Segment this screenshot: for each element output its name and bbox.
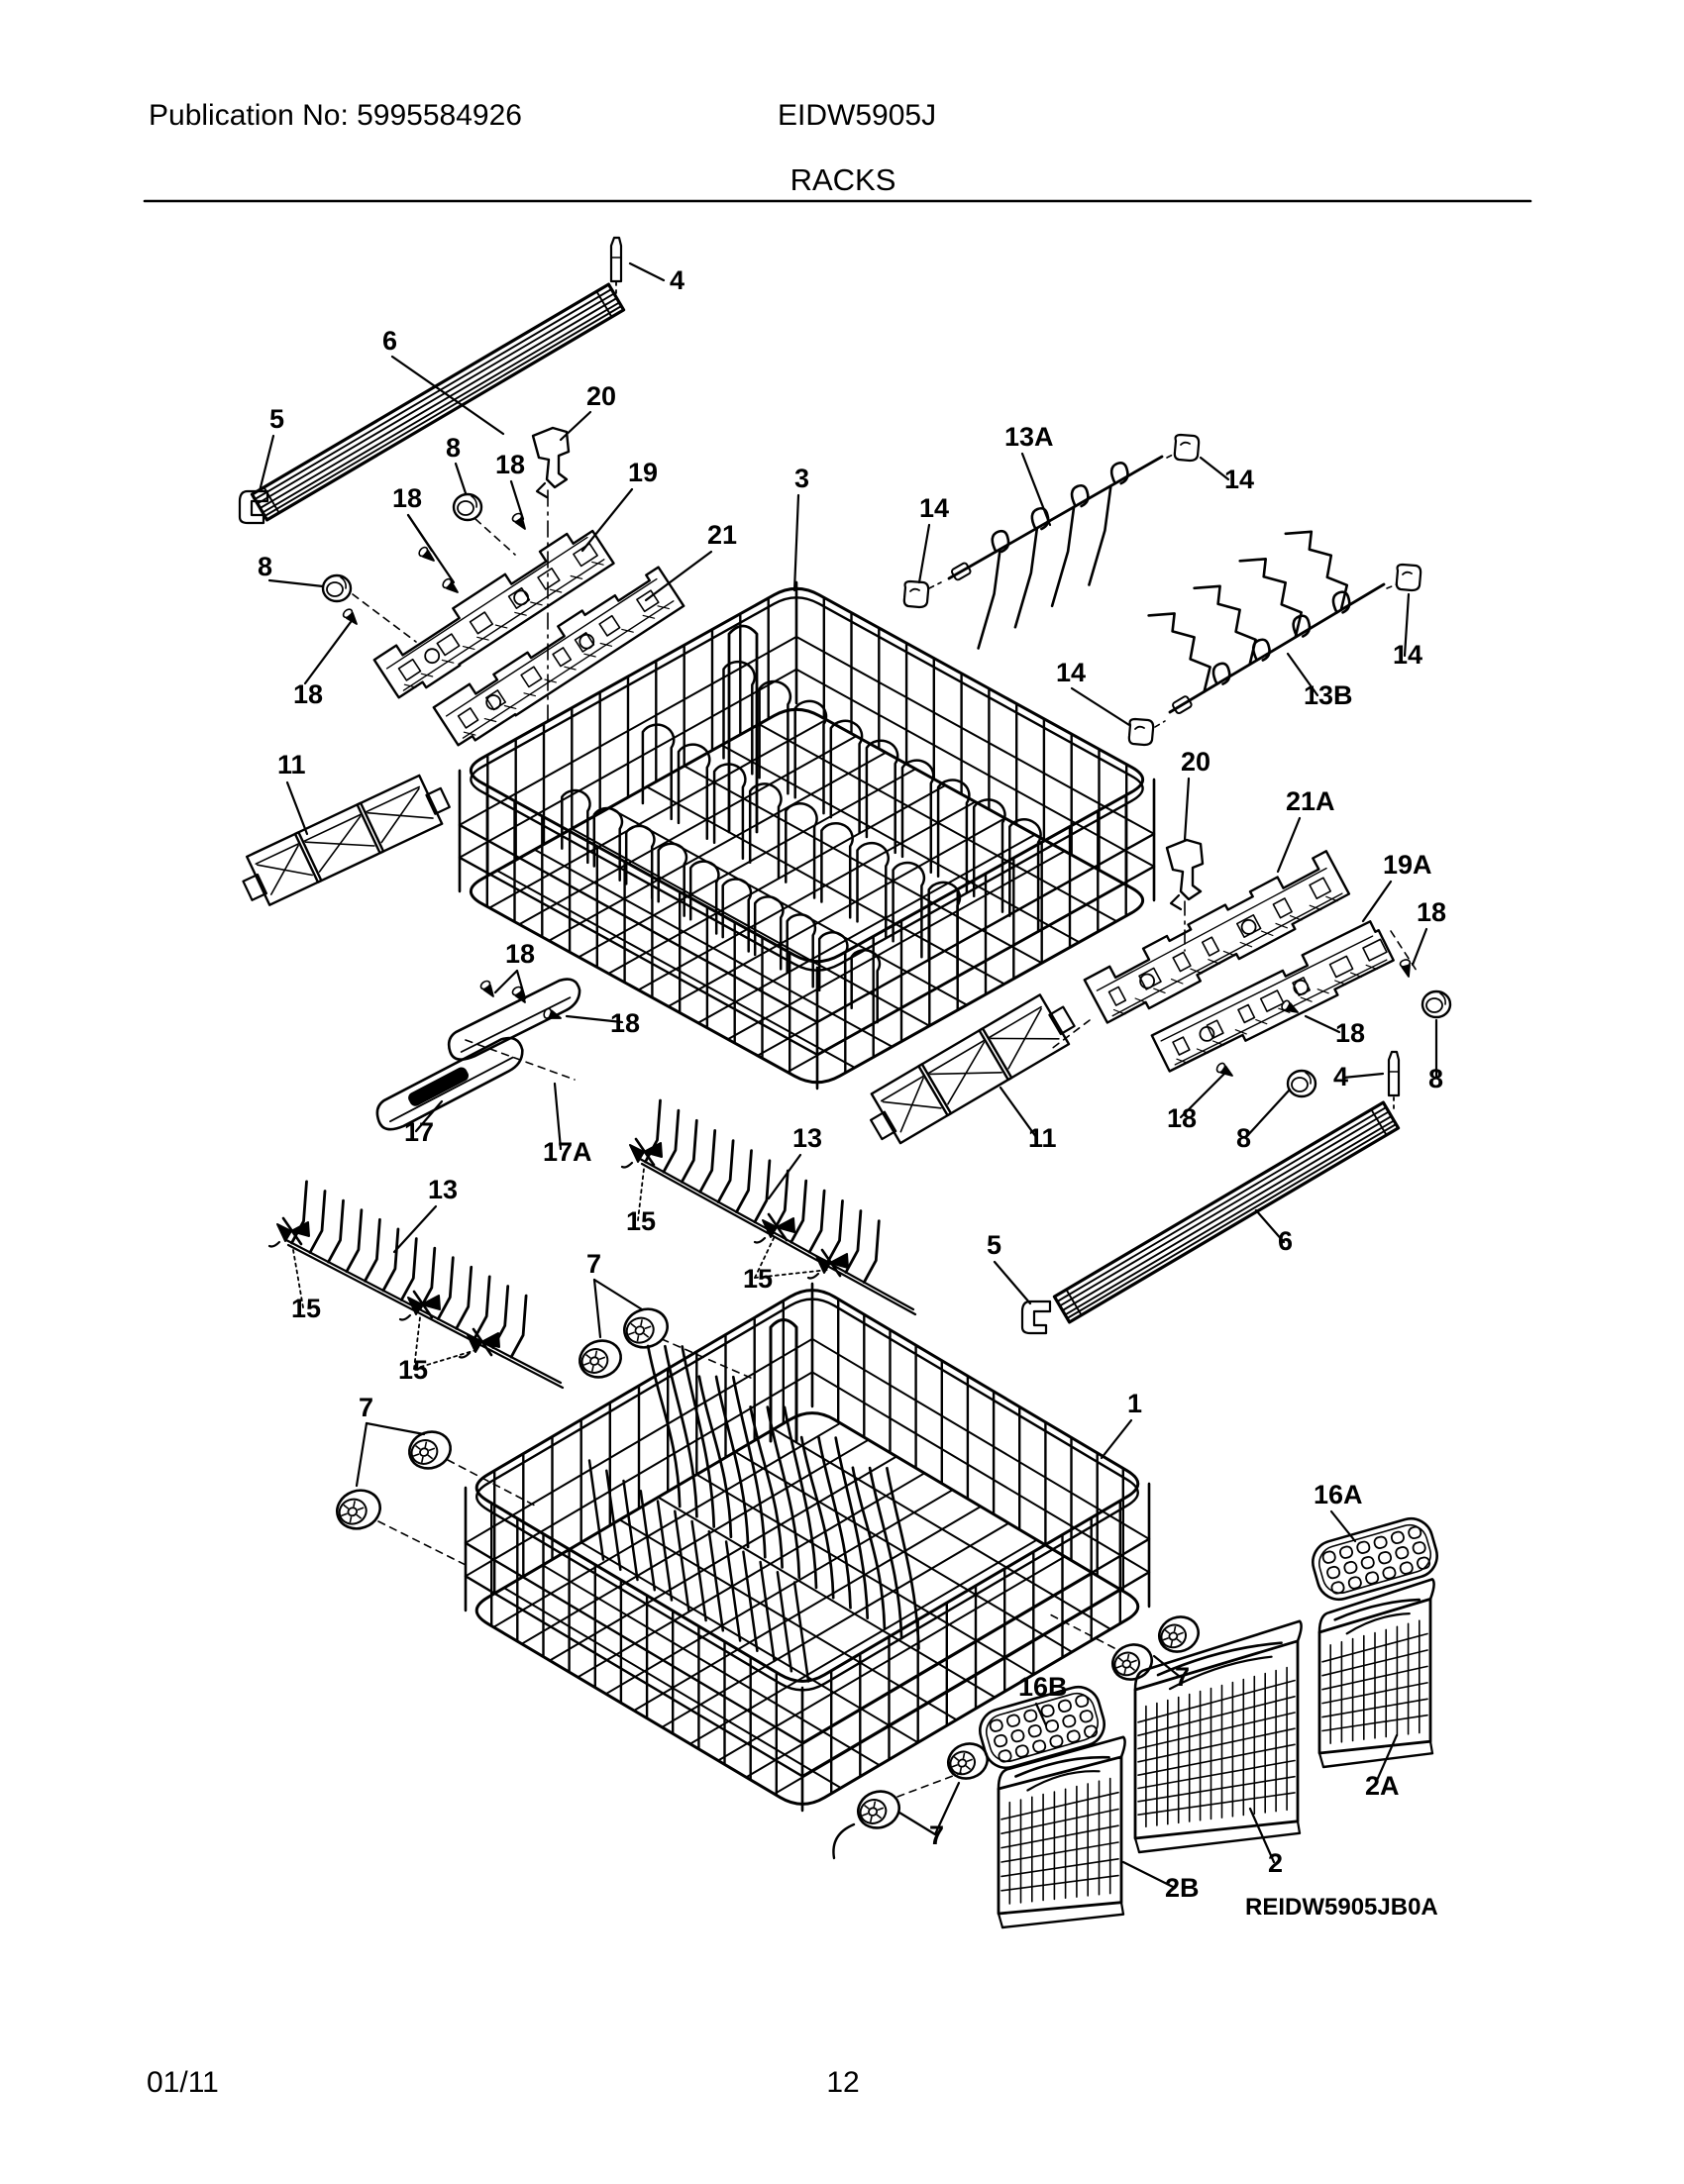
- svg-text:14: 14: [919, 493, 949, 523]
- svg-text:18: 18: [1167, 1103, 1197, 1133]
- svg-text:8: 8: [1428, 1064, 1443, 1093]
- svg-text:18: 18: [505, 939, 535, 969]
- svg-text:EIDW5905J: EIDW5905J: [778, 99, 936, 132]
- svg-text:13B: 13B: [1304, 680, 1353, 710]
- svg-text:Publication No: 5995584926: Publication No: 5995584926: [149, 99, 522, 132]
- svg-text:21A: 21A: [1286, 786, 1335, 816]
- svg-text:19A: 19A: [1383, 850, 1432, 880]
- svg-text:7: 7: [929, 1820, 944, 1850]
- svg-text:20: 20: [1181, 747, 1210, 777]
- svg-text:13A: 13A: [1004, 422, 1054, 452]
- svg-text:15: 15: [291, 1294, 321, 1323]
- svg-text:16B: 16B: [1018, 1672, 1068, 1702]
- svg-text:21: 21: [707, 520, 737, 550]
- svg-text:14: 14: [1056, 658, 1086, 687]
- svg-text:18: 18: [293, 679, 323, 709]
- svg-text:19: 19: [628, 458, 658, 487]
- svg-text:3: 3: [794, 464, 809, 493]
- svg-text:18: 18: [1335, 1018, 1365, 1048]
- svg-text:12: 12: [826, 2066, 859, 2099]
- svg-text:2A: 2A: [1365, 1771, 1400, 1801]
- svg-text:15: 15: [743, 1264, 773, 1294]
- svg-text:8: 8: [446, 433, 461, 463]
- svg-text:15: 15: [626, 1206, 656, 1236]
- svg-text:18: 18: [392, 483, 422, 513]
- svg-text:8: 8: [1236, 1123, 1251, 1153]
- svg-text:4: 4: [670, 265, 684, 295]
- svg-text:RACKS: RACKS: [790, 162, 896, 197]
- svg-text:11: 11: [1028, 1123, 1057, 1153]
- svg-text:2B: 2B: [1165, 1873, 1200, 1903]
- svg-text:7: 7: [586, 1249, 601, 1279]
- svg-text:14: 14: [1393, 640, 1422, 670]
- svg-text:17: 17: [404, 1117, 434, 1147]
- svg-text:5: 5: [987, 1230, 1001, 1260]
- svg-text:11: 11: [277, 750, 306, 780]
- svg-text:15: 15: [398, 1355, 428, 1385]
- svg-text:13: 13: [792, 1123, 822, 1153]
- svg-text:4: 4: [1333, 1062, 1348, 1092]
- svg-text:20: 20: [586, 381, 616, 411]
- svg-text:7: 7: [359, 1393, 373, 1422]
- svg-text:1: 1: [1127, 1389, 1142, 1418]
- svg-text:6: 6: [1278, 1226, 1293, 1256]
- svg-text:REIDW5905JB0A: REIDW5905JB0A: [1245, 1894, 1438, 1921]
- svg-text:8: 8: [258, 552, 272, 581]
- svg-text:13: 13: [428, 1175, 458, 1204]
- svg-text:16A: 16A: [1314, 1480, 1363, 1509]
- svg-text:6: 6: [382, 326, 397, 356]
- svg-text:5: 5: [269, 404, 284, 434]
- svg-text:18: 18: [495, 450, 525, 479]
- svg-text:17A: 17A: [543, 1137, 592, 1167]
- svg-text:18: 18: [610, 1008, 640, 1038]
- svg-text:01/11: 01/11: [147, 2066, 219, 2099]
- svg-text:18: 18: [1417, 897, 1446, 927]
